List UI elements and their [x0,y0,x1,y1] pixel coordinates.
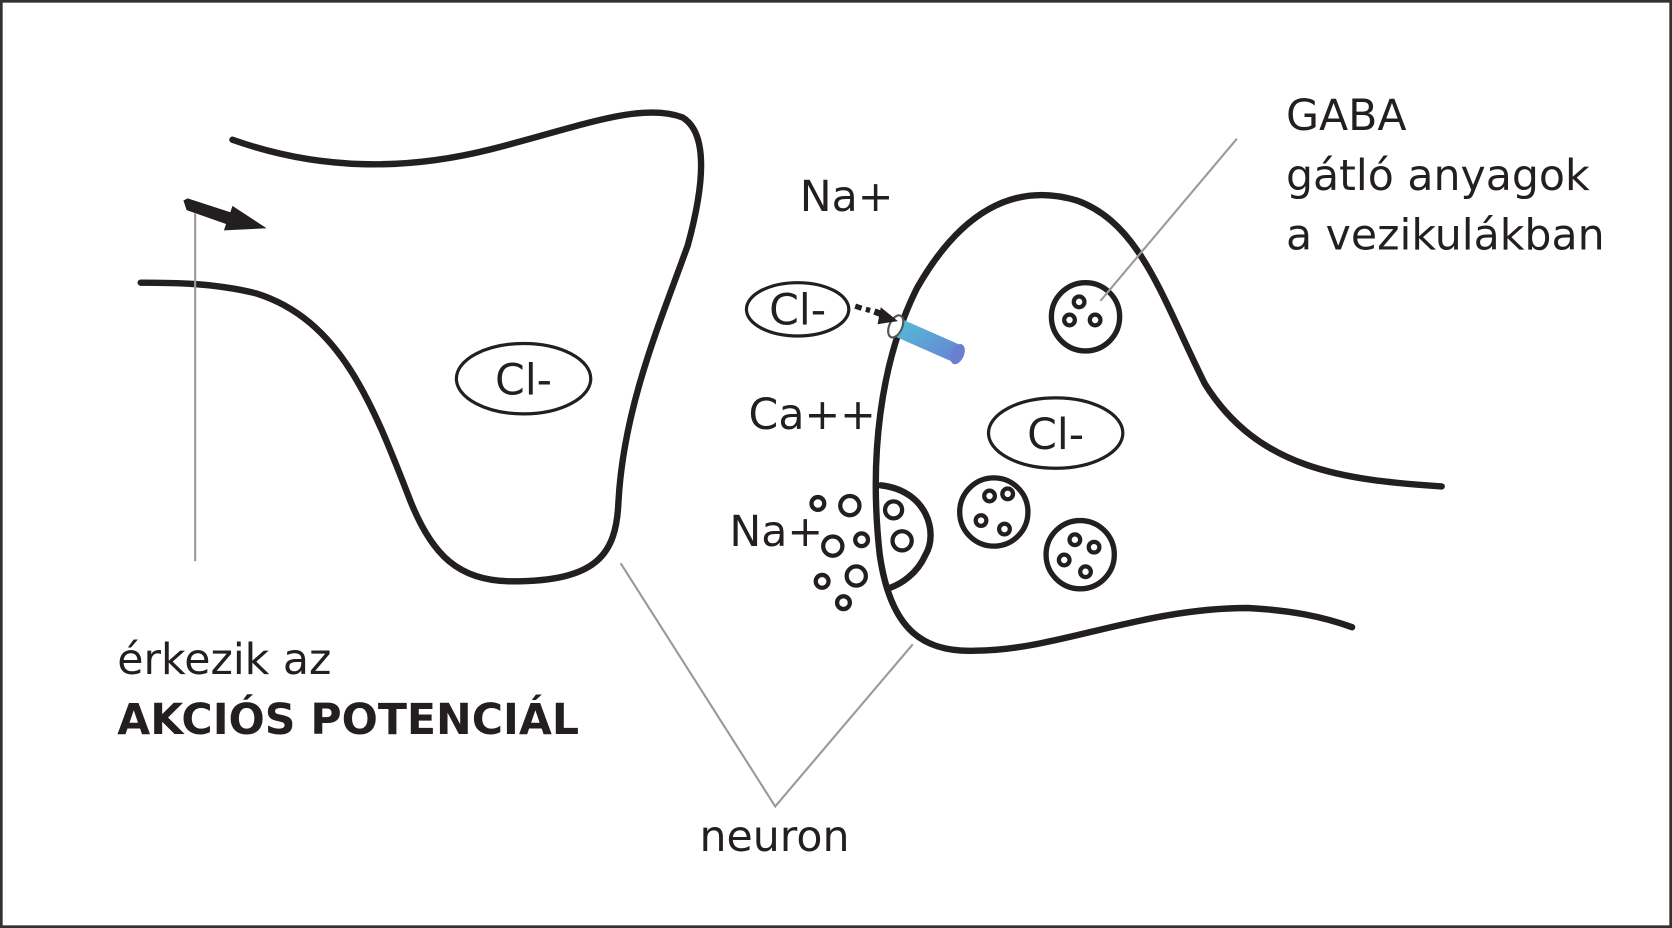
cl-ion-right-cell-label: Cl- [1027,410,1084,460]
cl-ion-outside-oval [744,281,851,338]
ca-ion-label: Ca++ [749,390,876,440]
action-potential-line1: érkezik az [117,635,331,685]
left-neuron-membrane [137,109,705,585]
cl-ion-outside-label: Cl- [769,285,826,335]
gaba-desc-line1: gátló anyagok [1286,151,1590,201]
right-neuron-membrane [872,191,1445,654]
gaba-leader [1099,137,1238,302]
arrow-right-icon [183,198,267,231]
cl-ion-left-cell-label: Cl- [495,356,552,406]
vesicle-2 [957,475,1031,549]
na-ion-bottom-label: Na+ [729,507,823,557]
fusing-vesicle [877,482,934,592]
cl-ion-left-cell-oval [454,341,593,416]
cl-ion-right-cell-oval [986,396,1125,470]
neuron-leader [619,562,914,809]
gaba-desc-line2: a vezikulákban [1286,211,1605,261]
cl-influx-arrow-icon [854,303,898,325]
action-potential-line2: AKCIÓS POTENCIÁL [117,694,579,745]
fusing-vesicle-molecule [890,529,914,553]
gaba-title: GABA [1286,91,1407,141]
neuron-label: neuron [700,812,850,862]
vesicle-1 [1048,280,1123,354]
released-neurotransmitters [809,493,871,612]
na-ion-top-label: Na+ [800,172,894,222]
vesicle-3 [1043,517,1117,592]
fusing-vesicle-molecule [882,499,905,521]
